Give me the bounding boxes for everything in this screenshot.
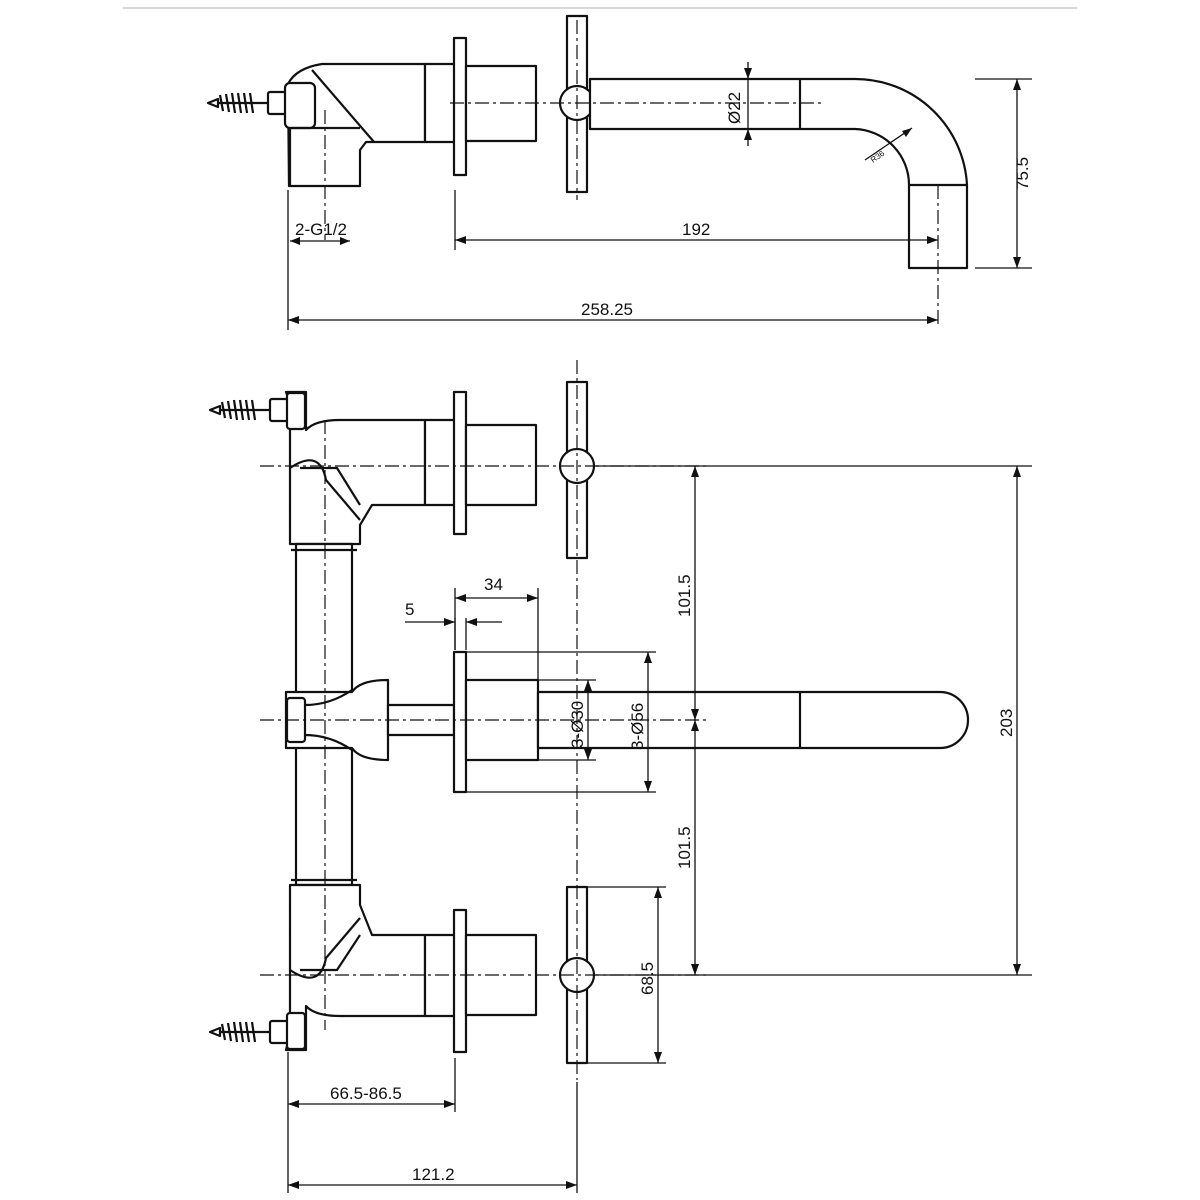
front-upper-spacing-label: 101.5	[675, 574, 694, 617]
upper-valve-spindle	[464, 423, 538, 507]
front-plate-thickness-label: 34	[484, 575, 503, 594]
side-wall-elbow	[286, 62, 427, 188]
side-spout-reach-label: 192	[682, 220, 710, 239]
side-thread-nut	[283, 81, 317, 130]
front-inner-diameter-label: 3-Ø30	[568, 701, 587, 748]
upper-valve-body	[423, 418, 457, 507]
front-wall-depth-label: 66.5-86.5	[330, 1084, 402, 1103]
front-total-depth-label: 121.2	[412, 1165, 455, 1184]
center-spout	[536, 690, 970, 750]
side-height-label: 75.5	[1013, 157, 1032, 190]
side-view: R36 Ø22 75.5 192 258.25 2-G1/2	[206, 14, 1032, 330]
lower-mounting-screw	[208, 1019, 290, 1045]
center-cover-plate	[452, 650, 468, 794]
lower-wall-bracket	[284, 883, 427, 1052]
upper-cover-plate	[452, 390, 468, 536]
side-spout-radius-label: R36	[869, 149, 887, 165]
side-thread-label: 2-G1/2	[295, 220, 347, 239]
center-spout-mount	[464, 678, 540, 762]
side-cover-plate	[452, 36, 468, 177]
front-outer-diameter-label: 3-Ø56	[628, 703, 647, 750]
lower-valve-spindle	[464, 933, 538, 1017]
side-total-length-label: 258.25	[581, 300, 633, 319]
side-mounting-screw	[206, 90, 288, 116]
front-lower-spacing-label: 101.5	[675, 826, 694, 869]
front-gap-label: 5	[405, 600, 414, 619]
front-handle-height-label: 68.5	[638, 962, 657, 995]
upper-mounting-screw	[208, 397, 290, 423]
front-total-spacing-label: 203	[997, 709, 1016, 737]
lower-cover-plate	[452, 908, 468, 1054]
lower-bracket-cap	[285, 1011, 307, 1051]
upper-bracket-cap	[285, 391, 307, 431]
front-view: 101.5 101.5 203 34 5 3-Ø30 3-Ø56 68.5	[208, 360, 1032, 1193]
side-spout-diameter-label: Ø22	[725, 92, 744, 124]
